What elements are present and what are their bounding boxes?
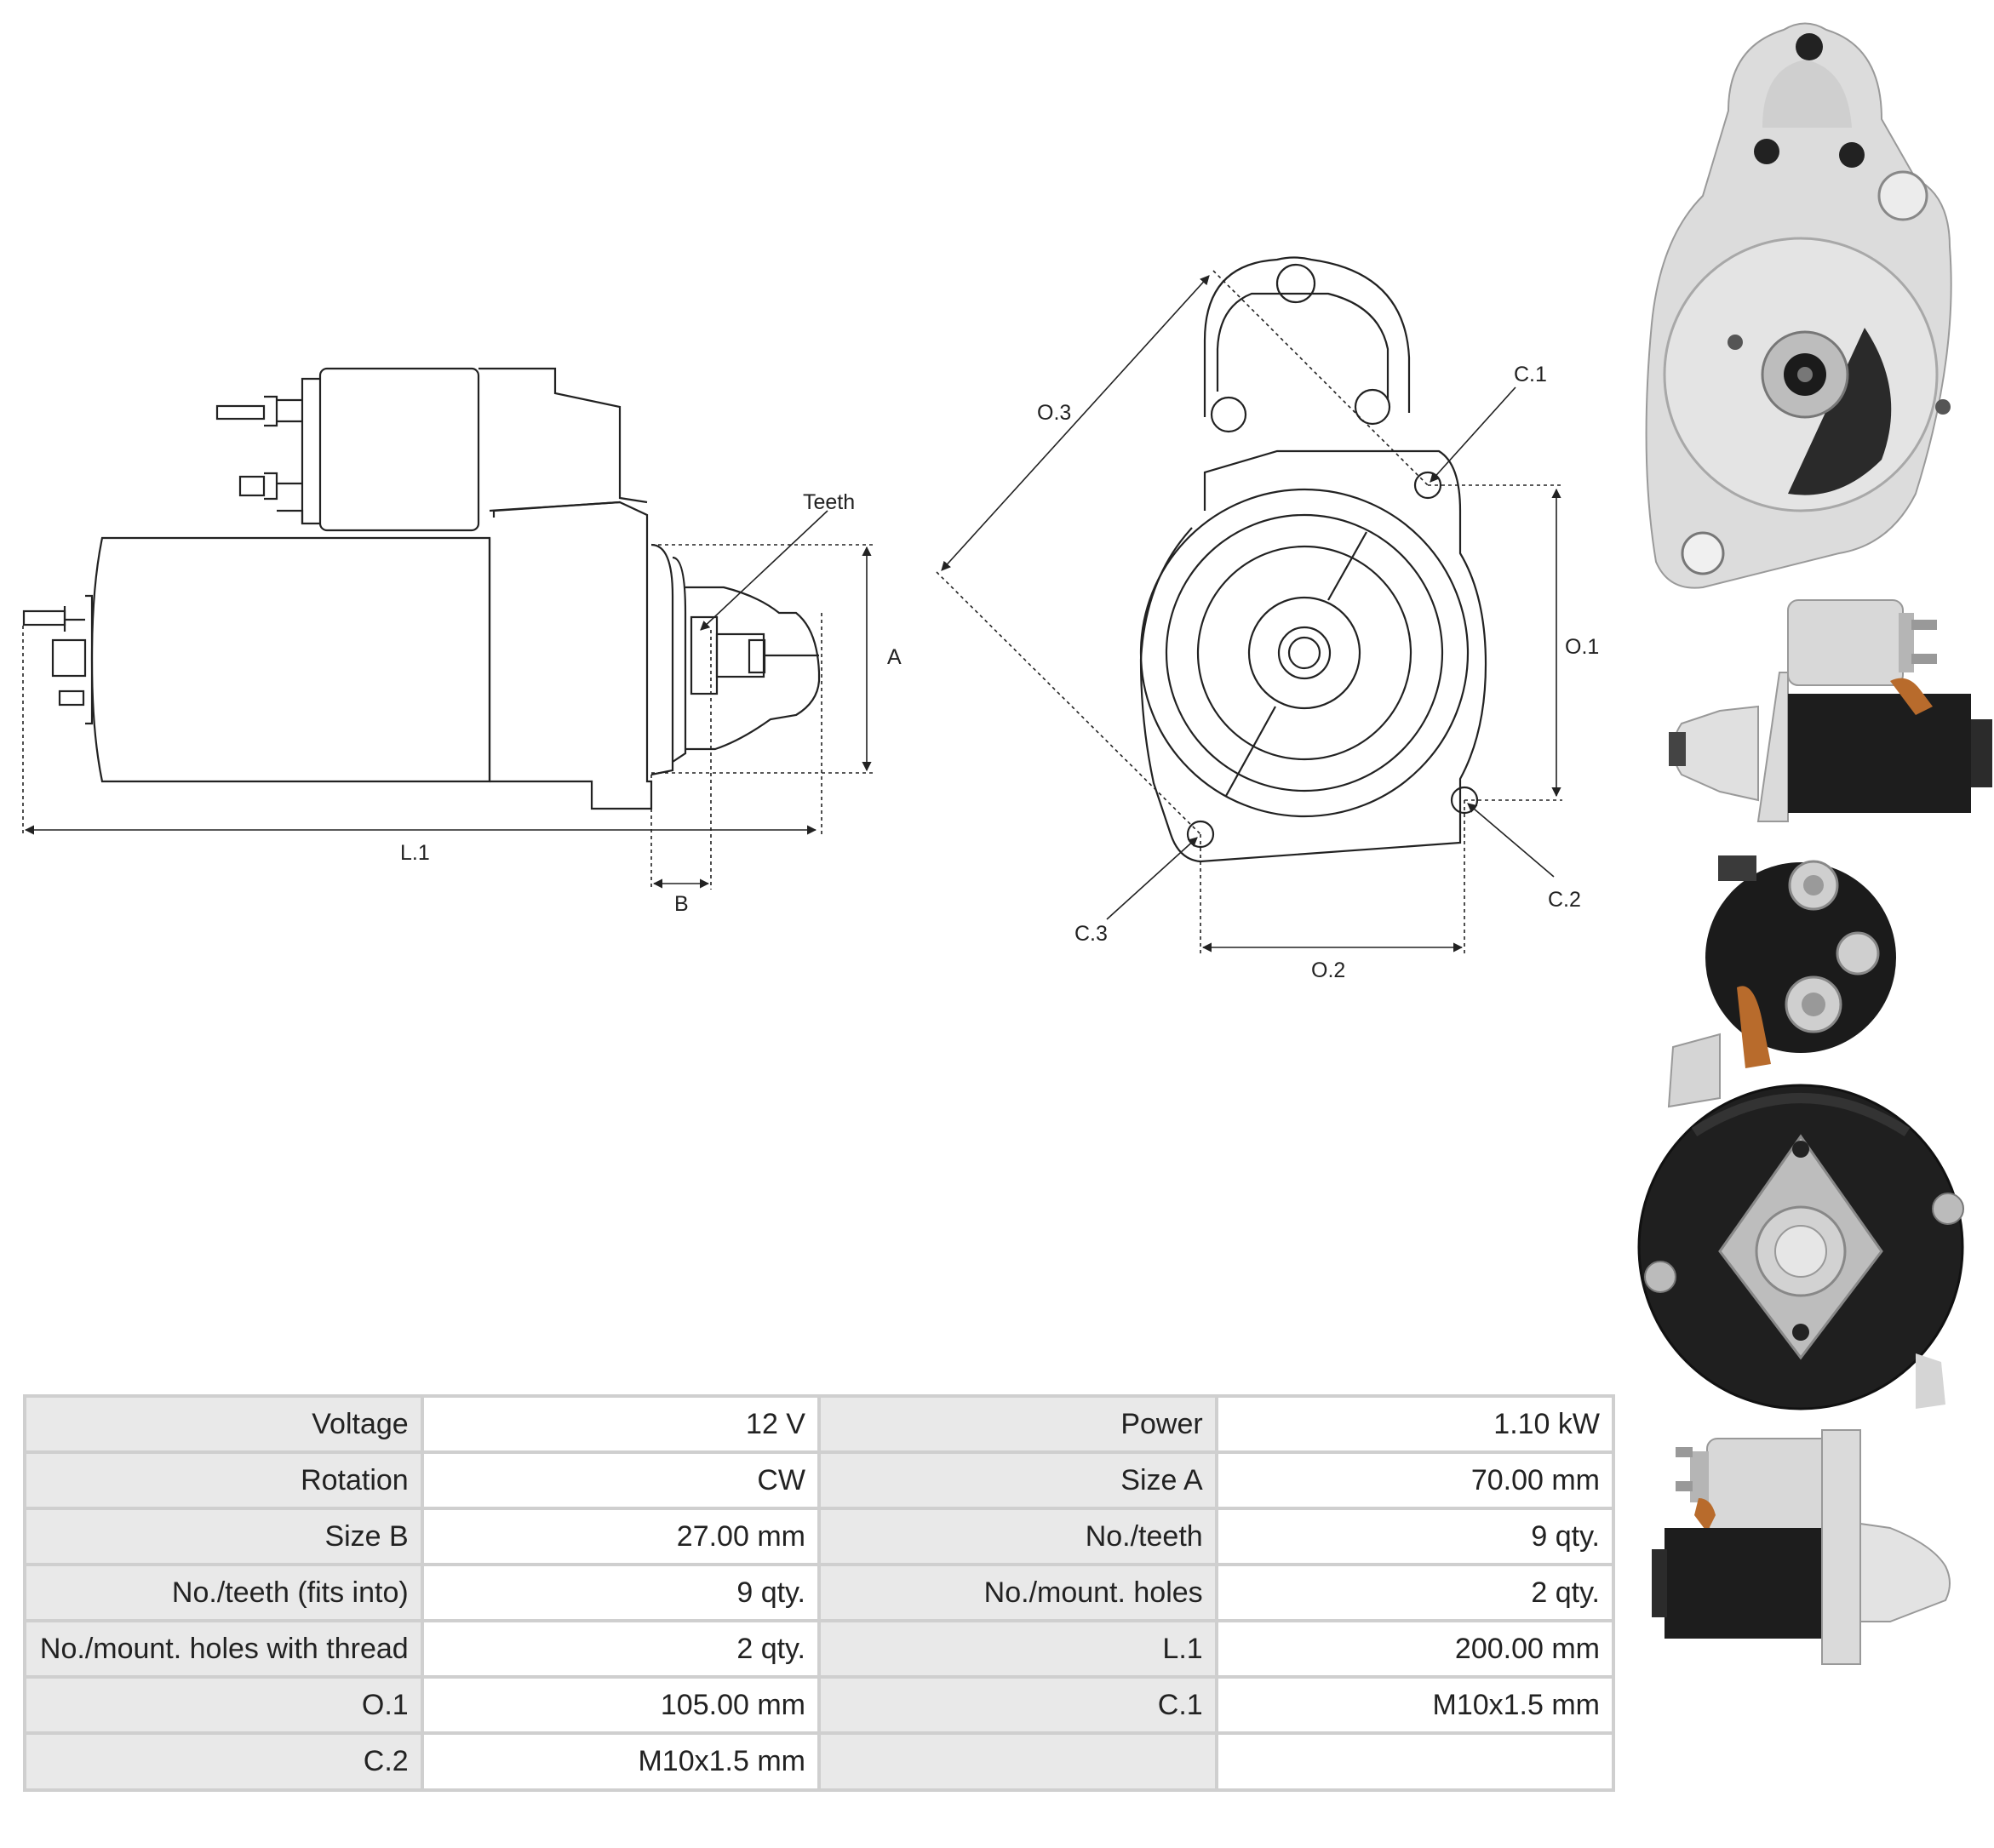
- label-c2: C.2: [1548, 888, 1581, 912]
- spec-table: Voltage 12 V Power 1.10 kW Rotation CW S…: [23, 1394, 1615, 1792]
- spec-key: L.1: [820, 1622, 1215, 1676]
- spec-value: 1.10 kW: [1218, 1398, 1612, 1451]
- spec-value: 27.00 mm: [423, 1510, 817, 1564]
- spec-key: Voltage: [26, 1398, 421, 1451]
- spec-key: C.1: [820, 1679, 1215, 1732]
- table-row: Size B 27.00 mm No./teeth 9 qty.: [26, 1510, 1612, 1564]
- spec-key: No./teeth (fits into): [26, 1566, 421, 1620]
- spec-key: Size A: [820, 1454, 1215, 1508]
- label-l1: L.1: [400, 841, 430, 865]
- label-c1: C.1: [1514, 363, 1547, 386]
- label-o1: O.1: [1565, 635, 1599, 659]
- spec-key: No./mount. holes with thread: [26, 1622, 421, 1676]
- opposite-side-photo: [1652, 1429, 1951, 1665]
- spec-key: C.2: [26, 1735, 421, 1788]
- table-row: C.2 M10x1.5 mm: [26, 1735, 1612, 1788]
- table-row: Voltage 12 V Power 1.10 kW: [26, 1398, 1612, 1451]
- spec-value: 105.00 mm: [423, 1679, 817, 1732]
- front-view-drawing: [1139, 256, 1487, 863]
- spec-value: CW: [423, 1454, 817, 1508]
- label-o3: O.3: [1037, 401, 1071, 425]
- label-c3: C.3: [1074, 922, 1108, 946]
- side-view-dimensions: [22, 510, 873, 890]
- label-teeth: Teeth: [803, 490, 855, 514]
- technical-drawing: Teeth A L.1 B O.3 C.1 O.1 C.2: [22, 256, 1599, 982]
- spec-value: M10x1.5 mm: [1218, 1679, 1612, 1732]
- table-row: Rotation CW Size A 70.00 mm: [26, 1454, 1612, 1508]
- side-view-photo: [1669, 599, 1992, 822]
- side-view-drawing: [22, 367, 821, 810]
- spec-value: 2 qty.: [1218, 1566, 1612, 1620]
- spec-value: 2 qty.: [423, 1622, 817, 1676]
- spec-key: No./mount. holes: [820, 1566, 1215, 1620]
- spec-key: Size B: [26, 1510, 421, 1564]
- spec-value: [1218, 1735, 1612, 1788]
- spec-value: 9 qty.: [1218, 1510, 1612, 1564]
- spec-value: 9 qty.: [423, 1566, 817, 1620]
- rear-view-photo: [1637, 855, 1964, 1410]
- label-a: A: [887, 645, 902, 669]
- front-view-dimensions: [936, 270, 1562, 953]
- label-b: B: [674, 892, 689, 916]
- spec-key: O.1: [26, 1679, 421, 1732]
- front-view-photo: [1645, 22, 1952, 589]
- table-row: O.1 105.00 mm C.1 M10x1.5 mm: [26, 1679, 1612, 1732]
- product-photos: [1637, 22, 1992, 1665]
- spec-key: [820, 1735, 1215, 1788]
- spec-key: Rotation: [26, 1454, 421, 1508]
- label-o2: O.2: [1311, 958, 1345, 982]
- spec-value: M10x1.5 mm: [423, 1735, 817, 1788]
- spec-key: No./teeth: [820, 1510, 1215, 1564]
- spec-value: 200.00 mm: [1218, 1622, 1612, 1676]
- table-row: No./teeth (fits into) 9 qty. No./mount. …: [26, 1566, 1612, 1620]
- spec-value: 12 V: [423, 1398, 817, 1451]
- spec-key: Power: [820, 1398, 1215, 1451]
- spec-value: 70.00 mm: [1218, 1454, 1612, 1508]
- table-row: No./mount. holes with thread 2 qty. L.1 …: [26, 1622, 1612, 1676]
